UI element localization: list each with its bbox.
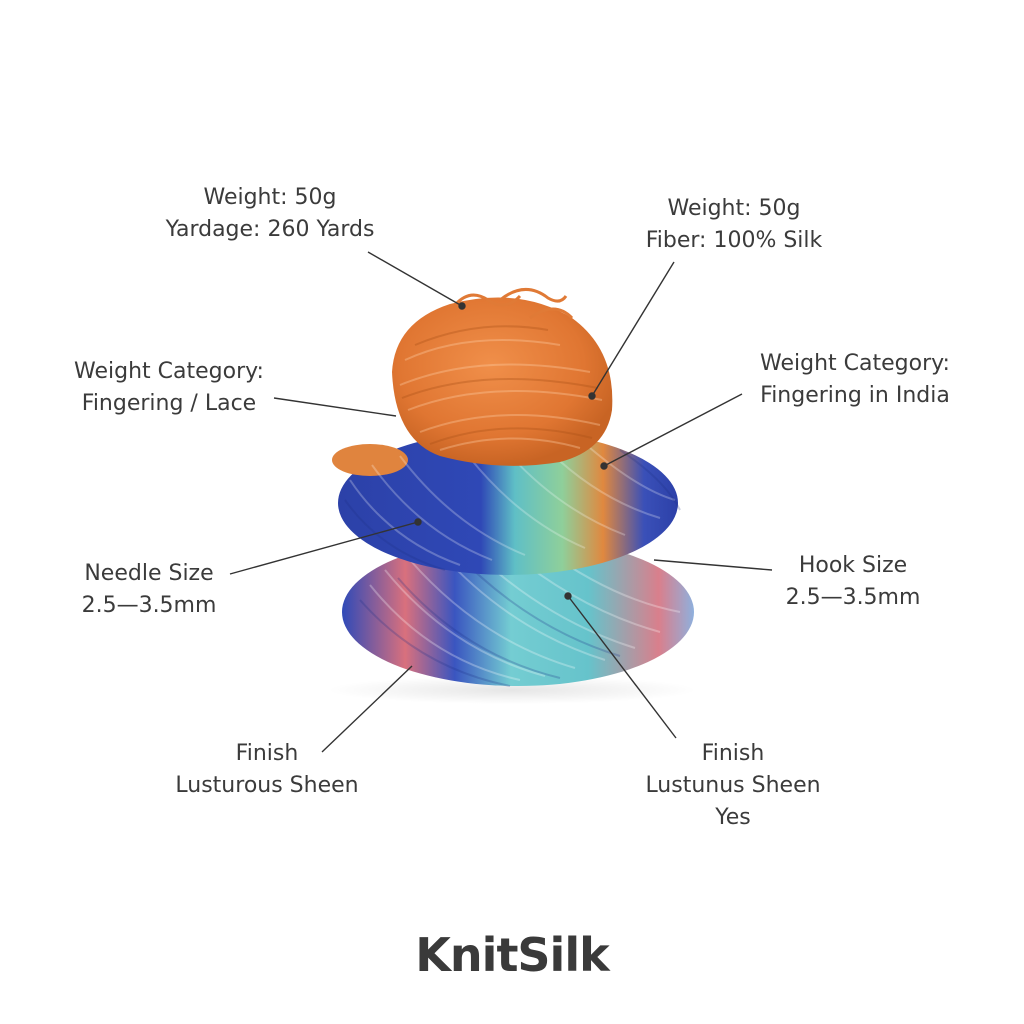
callout-weight-category-right: Weight Category: Fingering in India: [740, 348, 970, 412]
callout-finish-value: Lustunus Sheen: [645, 773, 821, 798]
callout-finish-right: Finish Lustunus Sheen Yes: [618, 738, 848, 834]
brand-wordmark: KnitSilk: [415, 928, 609, 982]
callout-hook-heading: Hook Size: [798, 553, 908, 578]
callout-category-heading: Weight Category:: [74, 359, 264, 384]
callout-fiber-text: Fiber: 100% Silk: [645, 228, 823, 253]
callout-needle-value: 2.5—3.5mm: [81, 593, 217, 618]
callout-finish-left: Finish Lusturous Sheen: [152, 738, 382, 802]
callout-yardage-text: Yardage: 260 Yards: [165, 217, 375, 242]
callout-hook-size: Hook Size 2.5—3.5mm: [758, 550, 948, 614]
callout-weight-text: Weight: 50g: [667, 196, 801, 221]
callout-needle-size: Needle Size 2.5—3.5mm: [54, 558, 244, 622]
callout-finish-heading: Finish: [235, 741, 299, 766]
callout-finish-extra: Yes: [715, 805, 751, 830]
callout-finish-value: Lusturous Sheen: [175, 773, 359, 798]
callout-weight-text: Weight: 50g: [203, 185, 337, 210]
callout-weight-fiber: Weight: 50g Fiber: 100% Silk: [624, 193, 844, 257]
callout-category-value: Fingering / Lace: [81, 391, 257, 416]
callout-finish-heading: Finish: [701, 741, 765, 766]
callout-weight-category-left: Weight Category: Fingering / Lace: [44, 356, 294, 420]
callout-category-value: Fingering in India: [760, 383, 950, 408]
middle-skein: [332, 431, 681, 575]
callout-category-heading: Weight Category:: [760, 351, 950, 376]
callout-hook-value: 2.5—3.5mm: [785, 585, 921, 610]
top-skein: [392, 288, 613, 466]
callout-needle-heading: Needle Size: [84, 561, 214, 586]
callout-leaders: [229, 251, 773, 753]
callout-weight-yardage: Weight: 50g Yardage: 260 Yards: [150, 182, 390, 246]
